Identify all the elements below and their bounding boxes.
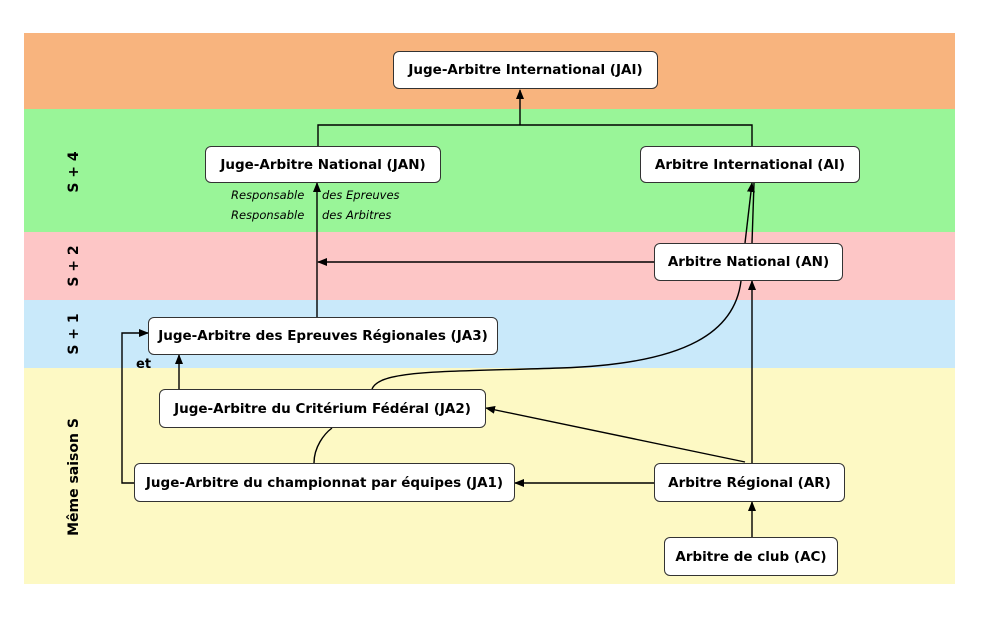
- node-an: Arbitre National (AN): [654, 243, 843, 281]
- et-label: et: [136, 357, 152, 372]
- node-jan: Juge-Arbitre National (JAN): [205, 146, 441, 183]
- node-ja1: Juge-Arbitre du championnat par équipes …: [134, 463, 515, 502]
- edge-an-to-ai-2: [751, 182, 755, 244]
- node-ja2: Juge-Arbitre du Critérium Fédéral (JA2): [159, 389, 486, 428]
- edge-jan-ai-join: [317, 124, 753, 147]
- edge-ja1-to-ja2-curve: [313, 427, 333, 464]
- node-ac: Arbitre de club (AC): [664, 537, 838, 576]
- note-line1-left: Responsable: [231, 188, 305, 202]
- edge-ja1-to-ja3: [121, 329, 149, 484]
- note-line1-right: des Epreuves: [322, 188, 400, 202]
- note-line2-left: Responsable: [231, 208, 305, 222]
- edge-ja2-to-an-curve: [371, 280, 742, 390]
- note-line2-right: des Arbitres: [322, 208, 392, 222]
- edge-ar-to-ja2: [485, 405, 746, 463]
- node-jai: Juge-Arbitre International (JAI): [393, 51, 658, 89]
- node-ja3: Juge-Arbitre des Epreuves Régionales (JA…: [148, 317, 498, 355]
- edge-an-to-ai: [744, 182, 755, 244]
- node-ar: Arbitre Régional (AR): [654, 463, 845, 502]
- node-ai: Arbitre International (AI): [640, 146, 860, 183]
